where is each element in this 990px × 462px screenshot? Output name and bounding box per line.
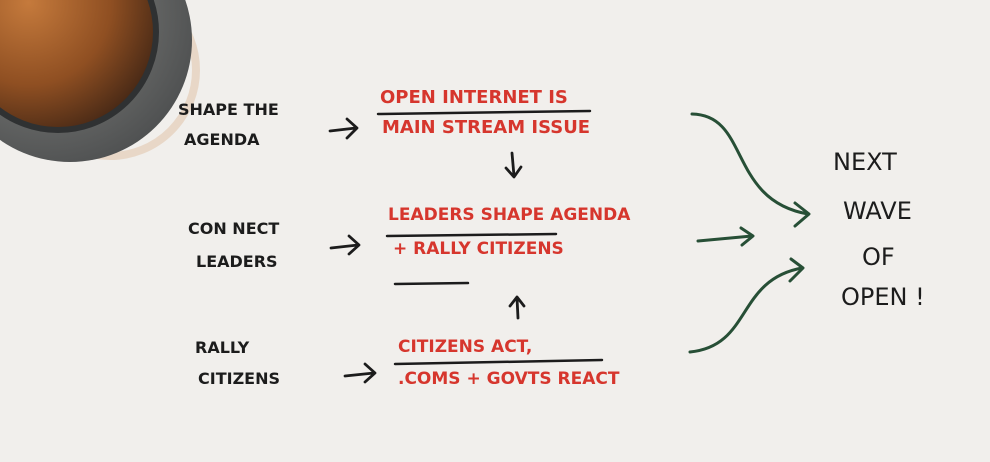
left-arrows <box>328 117 377 384</box>
arrow-down <box>504 151 523 179</box>
label-rally-citizens-line2: CITIZENS <box>198 369 281 388</box>
arrow-top-to-result <box>690 112 810 216</box>
arrow-rally-citizens <box>343 362 377 384</box>
green-arrows <box>688 112 811 354</box>
text-open-internet-line1: OPEN INTERNET IS <box>380 87 568 108</box>
result-line-of: OF <box>862 243 895 271</box>
result-line-wave: WAVE <box>843 197 912 225</box>
arrow-connect-leaders <box>329 234 361 256</box>
label-shape-agenda-line2: AGENDA <box>184 130 260 149</box>
text-leaders-shape-line2: + RALLY CITIZENS <box>393 239 564 259</box>
arrow-up <box>508 295 526 320</box>
arrow-bottom-to-result <box>688 266 804 354</box>
text-citizens-act-line2: .COMS + GOVTS REACT <box>398 369 620 389</box>
text-citizens-act-line1: CITIZENS ACT, <box>398 337 533 357</box>
arrow-middle-to-result <box>696 234 754 243</box>
middle-arrows <box>504 151 526 320</box>
arrow-shape-agenda <box>328 117 359 140</box>
label-connect-leaders-line1: CON NECT <box>188 219 280 238</box>
underlines <box>376 109 604 366</box>
label-shape-agenda-line1: SHAPE THE <box>178 100 279 119</box>
label-connect-leaders-line2: LEADERS <box>196 252 278 271</box>
text-leaders-shape-line1: LEADERS SHAPE AGENDA <box>388 205 631 225</box>
result-line-next: NEXT <box>833 148 897 176</box>
text-open-internet-line2: MAIN STREAM ISSUE <box>382 117 591 138</box>
coffee-cup-illustration <box>0 0 192 162</box>
label-rally-citizens-line1: RALLY <box>195 338 250 357</box>
result-line-open: OPEN ! <box>841 283 925 311</box>
